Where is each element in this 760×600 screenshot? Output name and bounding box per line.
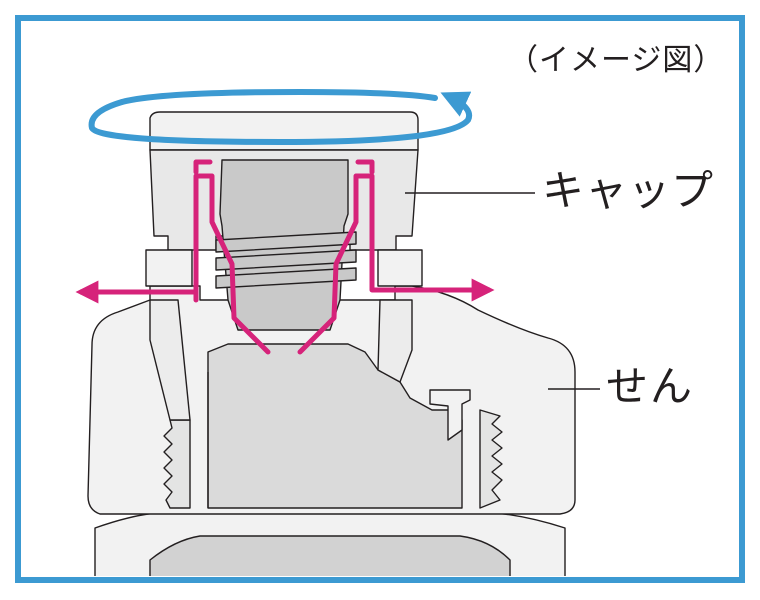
bottle-shoulder bbox=[149, 535, 511, 576]
seal-side-lines bbox=[193, 159, 375, 175]
diagram-frame bbox=[15, 15, 745, 583]
insert-threads bbox=[215, 231, 357, 289]
double-headed-arrow-icon bbox=[75, 278, 495, 304]
cap-left-lug bbox=[145, 249, 193, 287]
rotation-arrow-front bbox=[88, 91, 472, 146]
plug-label: せん bbox=[606, 362, 695, 411]
bottle-neck bbox=[207, 343, 463, 509]
image-note: （イメージ図） bbox=[508, 43, 725, 78]
rotation-arrow-back bbox=[119, 88, 438, 105]
seal-line bbox=[193, 173, 375, 355]
plug-right-threads bbox=[479, 409, 503, 509]
plug-left-threads bbox=[163, 419, 191, 509]
cap-label: キャップ bbox=[542, 166, 715, 215]
neck-inner-plug bbox=[429, 389, 471, 441]
plug-right-wall bbox=[377, 299, 413, 383]
plug-left-wall bbox=[149, 299, 191, 421]
rotate-arrow-icon bbox=[88, 88, 472, 146]
cap-right-lug bbox=[377, 249, 423, 287]
